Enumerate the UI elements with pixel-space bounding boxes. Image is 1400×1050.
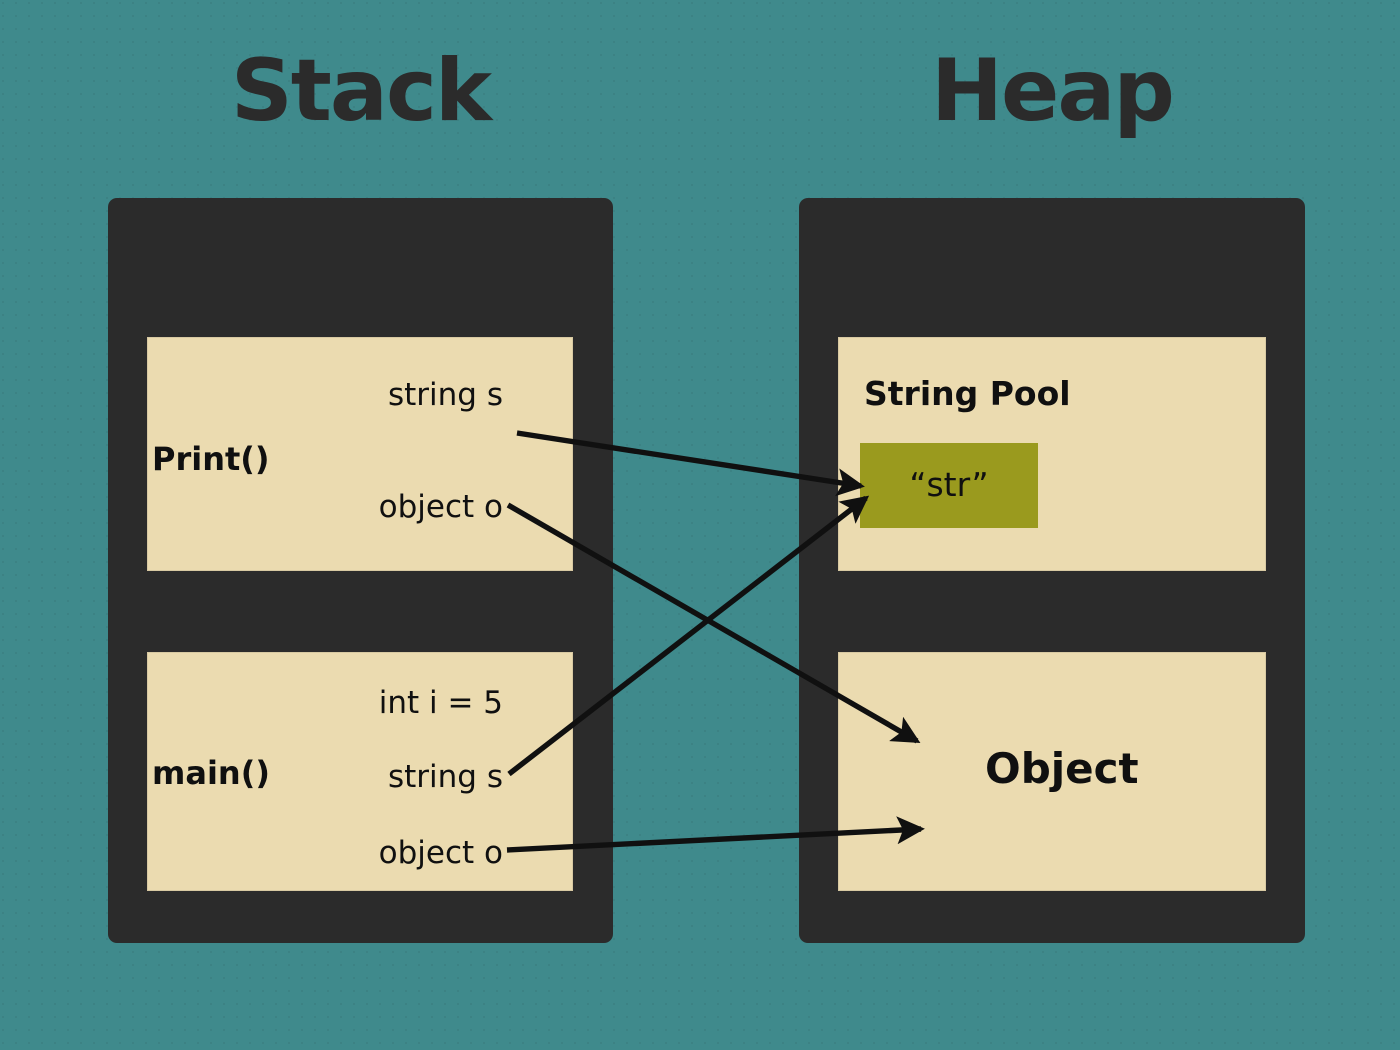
- heap-region-string-pool-title: String Pool: [864, 374, 1071, 413]
- stack-frame-main-name: main(): [152, 754, 270, 792]
- string-pool-entry-str: “str”: [860, 443, 1038, 528]
- stack-frame-print-variable-object-o: object o: [378, 489, 503, 525]
- stack-frame-main-variable-int-i: int i = 5: [378, 685, 503, 721]
- stack-frame-main-variable-string-s: string s: [388, 759, 503, 795]
- heap-column-title: Heap: [931, 41, 1175, 141]
- stack-frame-main: [147, 652, 573, 891]
- stack-frame-main-variable-object-o: object o: [378, 835, 503, 871]
- stack-frame-print: [147, 337, 573, 571]
- stack-column-title: Stack: [230, 41, 492, 141]
- string-pool-entry-str-label: “str”: [909, 465, 989, 504]
- heap-region-object-title: Object: [985, 744, 1139, 793]
- stack-frame-print-name: Print(): [152, 440, 270, 478]
- stack-frame-print-variable-string-s: string s: [388, 377, 503, 413]
